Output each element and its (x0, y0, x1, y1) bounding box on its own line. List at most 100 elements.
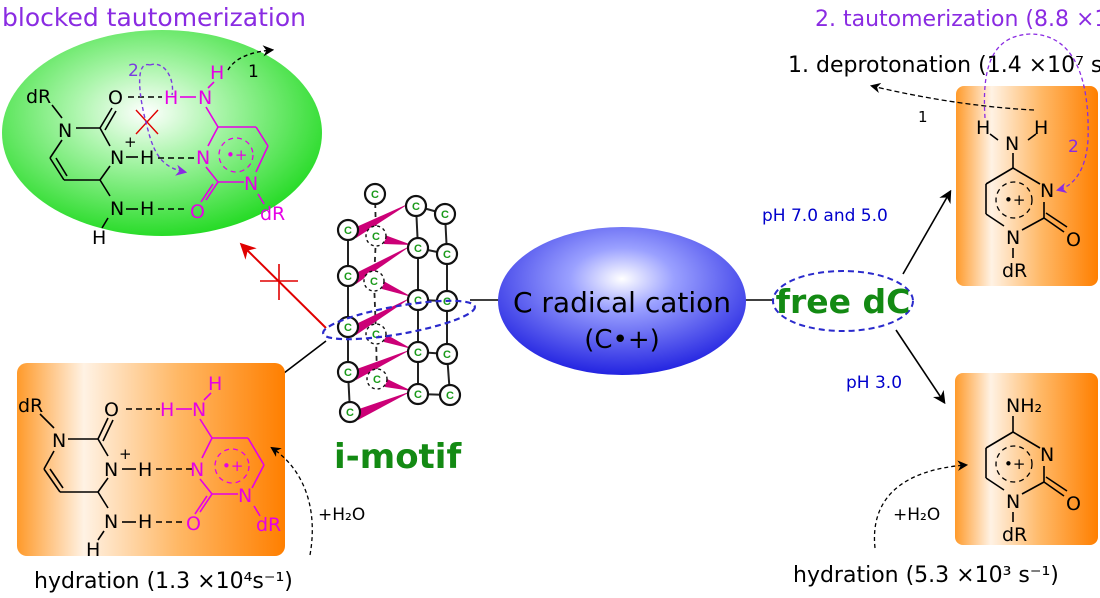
green-ellipse (2, 30, 322, 236)
atom-dR: dR (26, 86, 51, 108)
atom-N: N (1006, 227, 1020, 249)
tautomerization-arrow-left-loop (149, 63, 174, 96)
step-2-label-left: 2 (128, 61, 139, 81)
atom-O: O (186, 513, 201, 535)
atom-N: N (192, 399, 206, 421)
atom-dR: dR (256, 514, 281, 536)
radical-cation-title: C radical cation (513, 286, 731, 319)
cytosine-node (336, 315, 360, 339)
radical-cation-mark: •+ (222, 457, 243, 475)
atom-dR: dR (1002, 524, 1027, 546)
atom-H: H (1034, 117, 1048, 139)
cytosine-label: C (371, 189, 379, 201)
atom-H: H (164, 87, 178, 109)
cytosine-node (336, 218, 360, 242)
radical-cation-mark: •+ (226, 146, 247, 164)
freedc-to-deprotonation-arrow (902, 189, 952, 275)
atom-N: N (244, 173, 258, 195)
freedc-label: free dC (776, 282, 911, 321)
water-attack-arrow-right (873, 460, 969, 549)
atom-N: N (110, 147, 124, 169)
base-pair-wedge (356, 391, 412, 420)
charge-plus: + (119, 445, 132, 463)
cytosine-node (365, 225, 387, 247)
atom-O: O (1066, 493, 1081, 515)
cytosine-label: C (414, 347, 422, 359)
atom-O: O (1066, 229, 1081, 251)
orange-box-deprotonation (956, 86, 1098, 286)
ph-7-5-label: pH 7.0 and 5.0 (762, 206, 888, 226)
atom-H: H (138, 511, 152, 533)
atom-N: N (104, 511, 118, 533)
cytosine-node (363, 270, 385, 292)
cytosine-node (438, 383, 462, 407)
cytosine-label: C (344, 271, 352, 283)
atom-H: H (138, 459, 152, 481)
atom-H: H (140, 198, 154, 220)
radical-cation-mark: •+ (1004, 455, 1025, 473)
atom-dR: dR (1002, 260, 1027, 282)
blocked-pathway-arrow (239, 242, 327, 329)
atom-H: H (210, 62, 224, 84)
cytosine-label: C (370, 276, 378, 288)
cytosine-node (366, 368, 388, 390)
hydration-rate-right: hydration (5.3 ×10³ s⁻¹) (793, 563, 1059, 588)
orange-box-imotif-hydration (17, 363, 285, 556)
atom-N: N (52, 430, 66, 452)
radical-cation-mark: •+ (1004, 191, 1025, 209)
cytosine-label: C (372, 231, 380, 243)
atom-N: N (104, 459, 118, 481)
atom-N: N (58, 120, 72, 142)
atom-H: H (976, 117, 990, 139)
deprotonation-arrow-right (869, 82, 1035, 111)
atom-N: N (1040, 180, 1054, 202)
cytosine-label: C (443, 296, 451, 308)
ph-3-label: pH 3.0 (846, 373, 902, 393)
atom-H: H (160, 399, 174, 421)
atom-H: H (208, 373, 222, 395)
cytosine-label: C (414, 295, 422, 307)
imotif-label: i-motif (334, 437, 462, 477)
highlighted-base-pair-ellipse (322, 299, 476, 341)
atom-N: N (1040, 444, 1054, 466)
charge-plus: + (124, 133, 137, 151)
cytosine-label: C (443, 249, 451, 261)
free-cytosine-radical-bottom: NH₂ N O N dR •+ (985, 395, 1081, 546)
bottom-left-pair: dR N O N + H N H H H N H N (18, 373, 281, 561)
atom-H: H (140, 147, 154, 169)
radical-cation-symbol: (C•+) (584, 325, 660, 355)
cytosine-node (336, 360, 360, 384)
freedc-ellipse (772, 270, 914, 332)
cytosine-node (338, 400, 362, 424)
step-2-label-right: 2 (1068, 137, 1079, 157)
cytosine-node (363, 182, 387, 206)
left-cytosine-black: dR N O N + H N H H (26, 86, 196, 249)
cytosine-node (433, 202, 457, 226)
atom-N: N (238, 485, 252, 507)
cytosine-label: C (372, 329, 380, 341)
deprotonation-rate: 1. deprotonation (1.4 ×10⁷ s⁻¹) (788, 53, 1100, 78)
atom-N: N (190, 459, 204, 481)
atom-dR: dR (18, 395, 43, 417)
atom-N: N (198, 87, 212, 109)
base-pair-wedge (383, 377, 412, 391)
tautomerization-rate: 2. tautomerization (8.8 ×10⁴ s⁻¹) (815, 7, 1100, 32)
radical-cation-node (498, 227, 746, 375)
right-cytosine-magenta: H N H N N O dR •+ (164, 62, 285, 225)
step-1-label-right: 1 (918, 108, 928, 126)
atom-dR: dR (260, 203, 285, 225)
cytosine-label: C (344, 225, 352, 237)
deprotonation-arrow-left (227, 45, 275, 71)
cytosine-label: C (443, 349, 451, 361)
base-pair-wedge (354, 349, 412, 380)
atom-NH2: NH₂ (1006, 395, 1042, 417)
water-label-right: +H₂O (893, 505, 940, 525)
tautomerization-arrow-right (983, 33, 1089, 194)
base-pair-wedge (382, 234, 412, 245)
atom-H: H (86, 539, 100, 561)
freedc-to-hydration-arrow (895, 329, 946, 405)
water-label-left: +H₂O (318, 505, 365, 525)
cytosine-label: C (346, 407, 354, 419)
